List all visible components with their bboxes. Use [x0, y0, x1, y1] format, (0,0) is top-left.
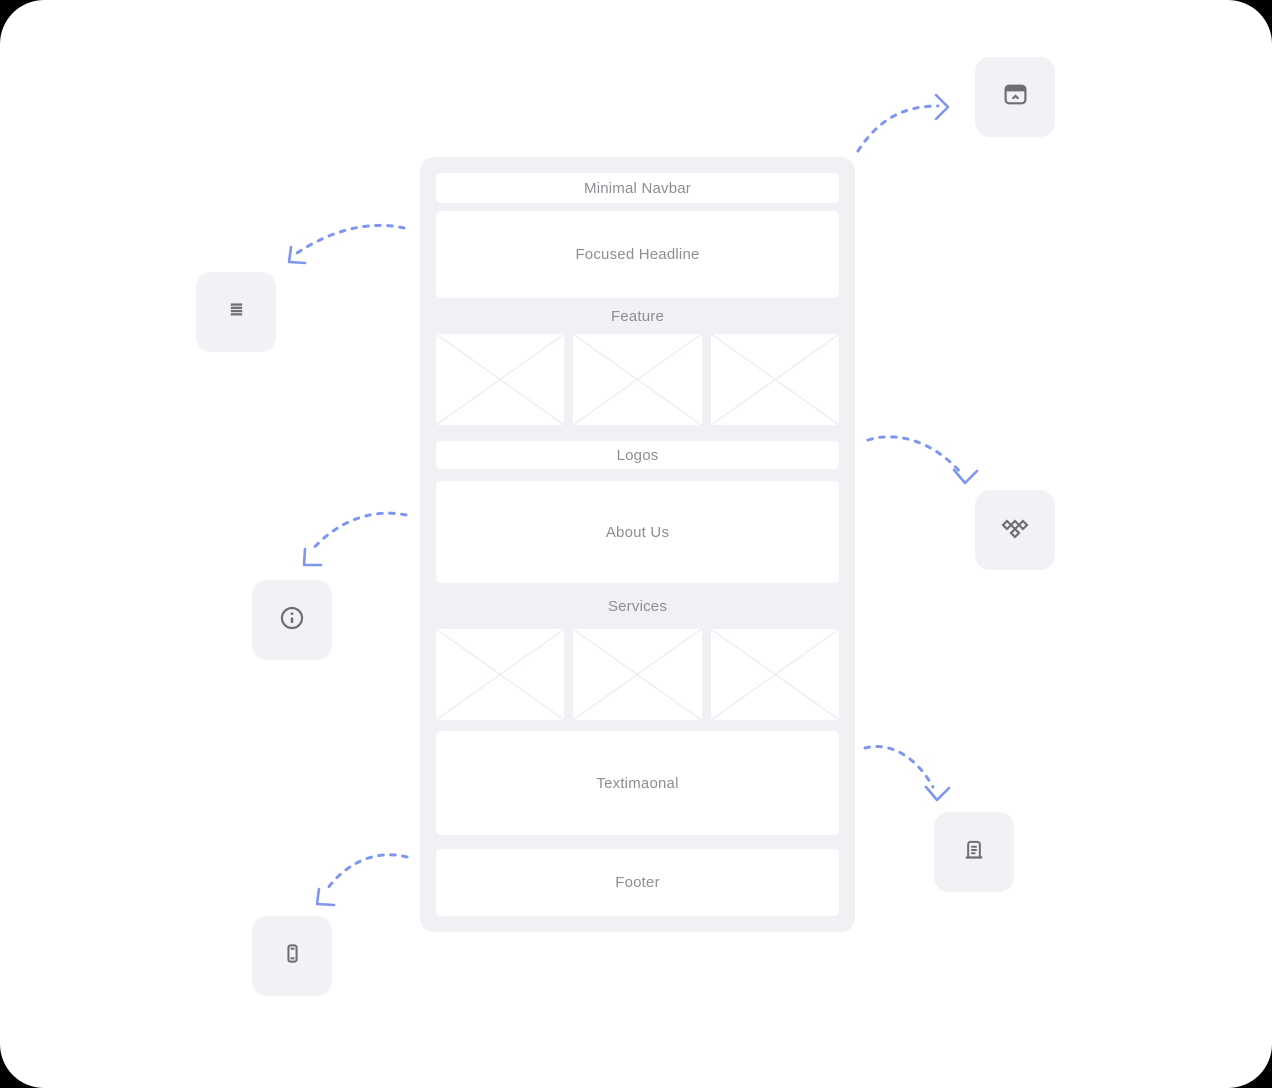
- menu-component-card[interactable]: [196, 272, 276, 352]
- section-navbar-label: Minimal Navbar: [584, 179, 691, 197]
- diamond-cluster-icon: [1000, 513, 1030, 548]
- section-footer[interactable]: Footer: [436, 849, 839, 916]
- section-about-label: About Us: [605, 523, 670, 541]
- image-placeholder: [436, 629, 565, 720]
- image-placeholder: [710, 629, 839, 720]
- section-services-heading: Services: [436, 583, 839, 629]
- section-services-label: Services: [607, 597, 668, 615]
- arrow-to-testimonial-card: [863, 745, 951, 802]
- section-headline-label: Focused Headline: [575, 246, 700, 263]
- section-testimonial[interactable]: Textimaonal: [436, 731, 839, 835]
- about-component-card[interactable]: [252, 580, 332, 660]
- arrow-to-logos-card: [866, 435, 979, 485]
- section-about[interactable]: About Us: [436, 481, 839, 583]
- menu-lines-icon: [223, 296, 250, 328]
- section-feature-label: Feature: [610, 307, 665, 325]
- feature-image-row: [436, 334, 839, 425]
- image-placeholder: [436, 334, 565, 425]
- testimonial-component-card[interactable]: [934, 812, 1014, 892]
- section-navbar[interactable]: Minimal Navbar: [436, 173, 839, 203]
- section-logos[interactable]: Logos: [436, 441, 839, 469]
- wireframe-panel: Minimal Navbar Focused Headline Feature …: [420, 157, 855, 932]
- arrow-to-info-card: [302, 511, 408, 567]
- section-logos-label: Logos: [616, 446, 659, 464]
- image-placeholder: [710, 334, 839, 425]
- section-footer-label: Footer: [615, 874, 660, 891]
- image-placeholder: [573, 629, 702, 720]
- footer-component-card[interactable]: [252, 916, 332, 996]
- arrow-to-footer-card: [315, 853, 409, 907]
- mobile-frame-icon: [279, 940, 306, 972]
- browser-window-chevron-icon: [1002, 81, 1029, 113]
- arrow-to-menu-card: [287, 223, 406, 265]
- section-testimonial-label: Textimaonal: [596, 774, 679, 792]
- logos-component-card[interactable]: [975, 490, 1055, 570]
- services-image-row: [436, 629, 839, 720]
- signboard-text-icon: [960, 836, 988, 869]
- image-placeholder: [573, 334, 702, 425]
- section-headline[interactable]: Focused Headline: [436, 211, 839, 298]
- arrow-to-navbar-card: [856, 93, 950, 153]
- section-feature-heading: Feature: [436, 298, 839, 334]
- navbar-component-card[interactable]: [975, 57, 1055, 137]
- info-circle-icon: [278, 604, 306, 637]
